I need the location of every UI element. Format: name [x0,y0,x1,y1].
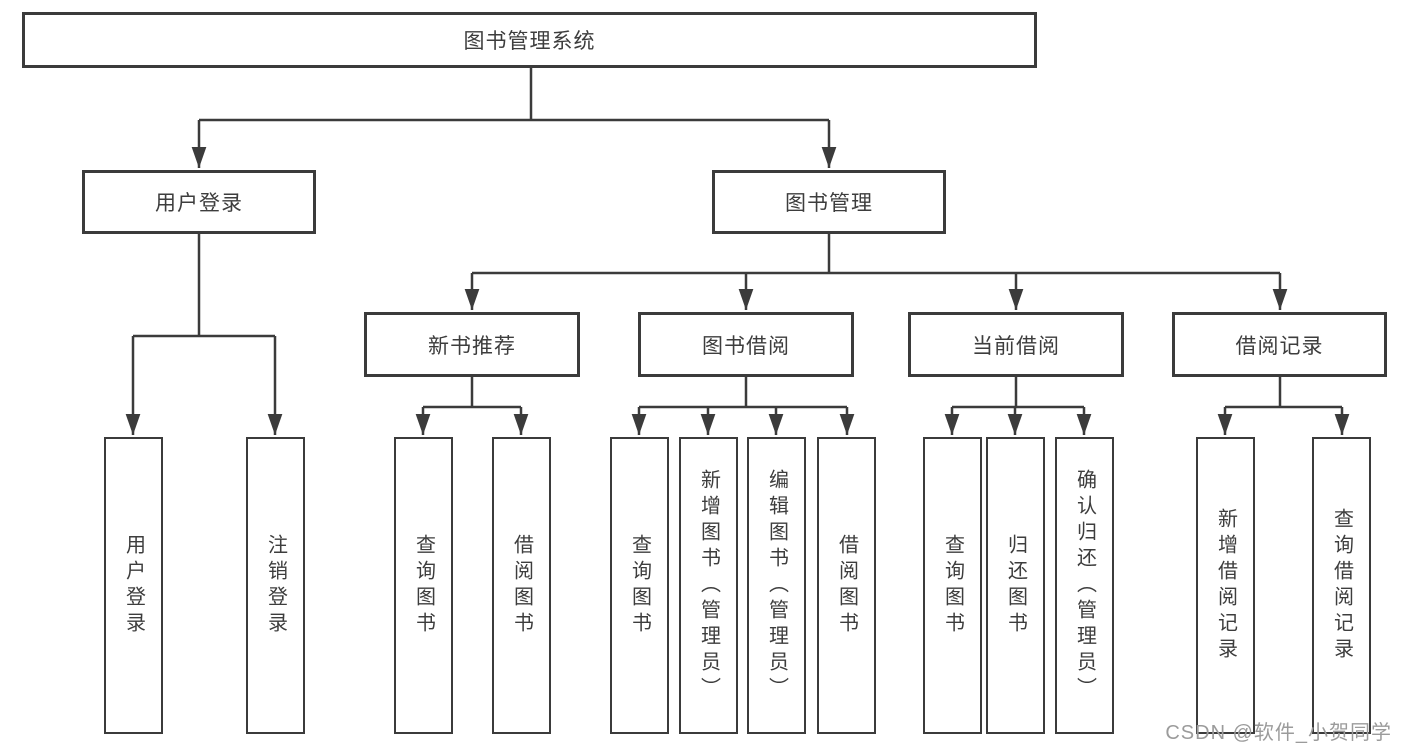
leaf-current-query-books-label: 查询图书 [941,533,964,638]
leaf-borrowing-query-books: 查询图书 [610,437,669,734]
node-new-book-recommendation-label: 新书推荐 [428,334,516,358]
leaf-recommend-borrow-books: 借阅图书 [492,437,551,734]
node-book-borrowing: 图书借阅 [638,312,854,377]
leaf-borrowing-edit-books-admin-label: 编辑图书（管理员） [765,468,788,703]
leaf-recommend-query-books: 查询图书 [394,437,453,734]
leaf-current-return-books-label: 归还图书 [1004,533,1027,638]
node-book-borrowing-label: 图书借阅 [702,334,790,358]
leaf-borrowing-borrow-books: 借阅图书 [817,437,876,734]
node-user-login-label: 用户登录 [155,192,243,215]
leaf-borrowing-add-books-admin-label: 新增图书（管理员） [697,468,720,703]
leaf-recommend-borrow-books-label: 借阅图书 [510,533,533,638]
leaf-current-return-books: 归还图书 [986,437,1045,734]
node-user-login: 用户登录 [82,170,316,234]
leaf-records-add-borrow-record: 新增借阅记录 [1196,437,1255,734]
leaf-borrowing-edit-books-admin: 编辑图书（管理员） [747,437,806,734]
node-library-management-system: 图书管理系统 [22,12,1037,68]
node-library-management-system-label: 图书管理系统 [463,30,596,53]
csdn-watermark: CSDN @软件_小贺同学 [1165,722,1392,744]
leaf-records-query-borrow-record-label: 查询借阅记录 [1330,507,1353,664]
connector-arrows [125,120,1350,435]
leaf-borrowing-borrow-books-label: 借阅图书 [835,533,858,638]
leaf-user-login: 用户登录 [104,437,163,734]
leaf-borrowing-query-books-label: 查询图书 [628,533,651,638]
node-new-book-recommendation: 新书推荐 [364,312,580,377]
node-borrowing-records-label: 借阅记录 [1235,334,1324,358]
leaf-logout: 注销登录 [246,437,305,734]
leaf-recommend-query-books-label: 查询图书 [412,533,435,638]
leaf-user-login-label: 用户登录 [122,533,145,638]
leaf-current-confirm-return-admin-label: 确认归还（管理员） [1073,468,1096,703]
leaf-current-confirm-return-admin: 确认归还（管理员） [1055,437,1114,734]
leaf-current-query-books: 查询图书 [923,437,982,734]
leaf-logout-label: 注销登录 [264,533,287,638]
node-current-borrowing: 当前借阅 [908,312,1124,377]
node-book-management-label: 图书管理 [785,192,873,215]
node-current-borrowing-label: 当前借阅 [972,334,1060,358]
leaf-records-query-borrow-record: 查询借阅记录 [1312,437,1371,734]
leaf-records-add-borrow-record-label: 新增借阅记录 [1214,507,1237,664]
node-borrowing-records: 借阅记录 [1172,312,1387,377]
node-book-management: 图书管理 [712,170,946,234]
leaf-borrowing-add-books-admin: 新增图书（管理员） [679,437,738,734]
